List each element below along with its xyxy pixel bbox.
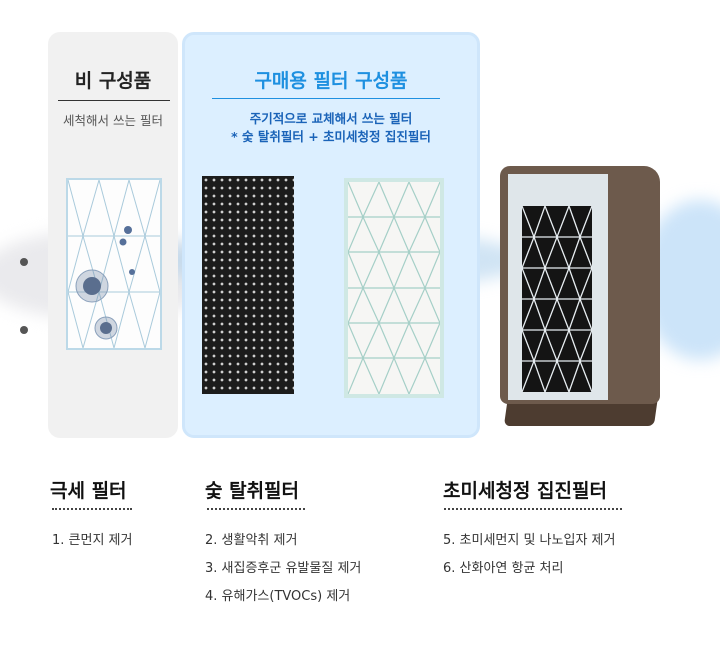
dotted-divider (444, 508, 622, 510)
dotted-divider (207, 508, 305, 510)
dotted-divider (52, 508, 132, 510)
subtitle-line-2: * 숯 탈취필터 + 초미세청정 집진필터 (231, 129, 431, 144)
filter-name-prefilter: 극세 필터 (50, 480, 127, 502)
filter-feature: 5. 초미세먼지 및 나노입자 제거 (443, 533, 616, 548)
diamond-mesh-icon (521, 204, 593, 394)
divider (58, 100, 170, 101)
filter-feature: 3. 새집증후군 유발물질 제거 (205, 561, 362, 576)
filter-feature: 6. 산화아연 항균 처리 (443, 561, 564, 576)
filter-name-carbon: 숯 탈취필터 (205, 480, 300, 502)
diamond-mesh-icon (68, 180, 160, 348)
filter-feature: 1. 큰먼지 제거 (52, 533, 133, 548)
filter-name-hepa: 초미세청정 집진필터 (443, 480, 607, 502)
non-component-title: 비 구성품 (74, 70, 152, 92)
divider (212, 98, 440, 99)
filter-feature: 4. 유해가스(TVOCs) 제거 (205, 589, 351, 604)
prefilter-image (66, 178, 162, 350)
purchase-component-subtitle: 주기적으로 교체해서 쓰는 필터 * 숯 탈취필터 + 초미세청정 집진필터 (182, 110, 480, 146)
air-purifier-image (500, 166, 660, 436)
dust-particle (20, 258, 28, 266)
filter-feature: 2. 생활악취 제거 (205, 533, 298, 548)
subtitle-line-1: 주기적으로 교체해서 쓰는 필터 (249, 111, 413, 126)
hepa-filter-image (344, 178, 444, 398)
purifier-fan-mesh (521, 204, 593, 394)
dust-particle (20, 326, 28, 334)
diamond-mesh-icon (348, 182, 440, 394)
non-component-subtitle: 세척해서 쓰는 필터 (63, 113, 163, 128)
purchase-component-title: 구매용 필터 구성품 (254, 70, 408, 92)
carbon-filter-image (202, 176, 294, 394)
